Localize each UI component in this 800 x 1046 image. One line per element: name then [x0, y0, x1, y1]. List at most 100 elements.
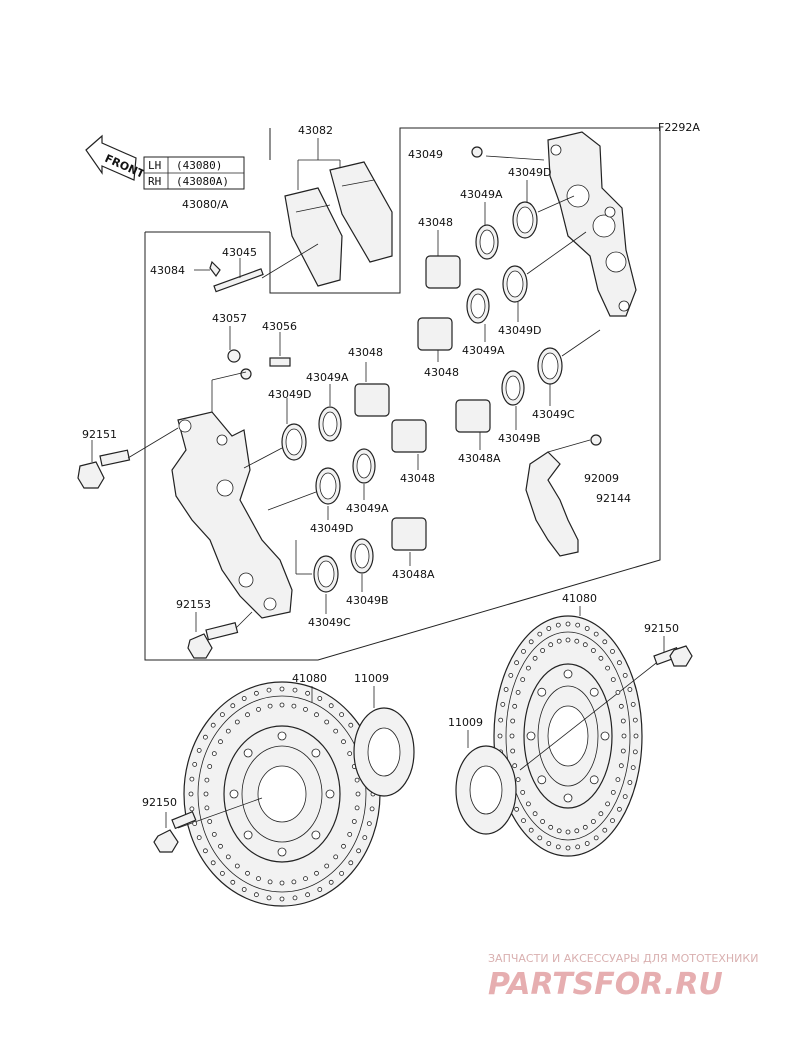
disc-hole — [589, 775, 599, 785]
disc-hole — [266, 687, 272, 693]
disc-hole — [515, 690, 521, 695]
disc-hole — [605, 801, 610, 807]
label-43080a: 43080/A — [182, 198, 229, 211]
disc-hole — [593, 631, 599, 637]
bolt-92153 — [187, 611, 253, 659]
disc-hole — [510, 718, 516, 724]
disc-hole — [503, 687, 509, 692]
disc-hole — [204, 777, 210, 783]
label-43082: 43082 — [298, 124, 333, 137]
label-43048-right-top: 43048 — [418, 216, 453, 229]
disc-hole — [497, 733, 503, 739]
disc-hole — [556, 828, 562, 834]
disc-hole — [537, 775, 547, 785]
assembly-frame — [144, 127, 661, 661]
disc-hole — [574, 638, 580, 644]
disc-hole — [204, 805, 210, 811]
left-caliper — [171, 371, 293, 619]
label-92151: 92151 — [82, 428, 117, 441]
disc-hole — [241, 696, 247, 701]
disc-hole — [617, 660, 622, 666]
disc-hole — [196, 748, 202, 753]
disc-hole — [230, 879, 236, 885]
disc-hole — [598, 655, 604, 661]
disc-hole — [333, 728, 339, 734]
disc-hole — [354, 805, 360, 811]
disc-hole — [498, 717, 504, 723]
disc-hole — [574, 828, 580, 834]
disc-hole — [548, 642, 554, 648]
label-43049a-left-mid: 43049A — [346, 502, 389, 515]
disc-hole — [512, 703, 518, 709]
disc-hole — [632, 717, 638, 723]
disc-hole — [630, 702, 636, 707]
disc-hole — [351, 819, 357, 824]
disc-hole — [563, 793, 573, 803]
label-43057: 43057 — [212, 312, 247, 325]
disc-hole — [546, 626, 552, 631]
disc-hole — [339, 712, 345, 717]
brake-pads — [284, 138, 393, 287]
disc-hole — [324, 863, 330, 869]
disc-hole — [632, 749, 638, 755]
disc-hole — [243, 830, 253, 840]
legend-lh-side: LH — [148, 159, 161, 172]
disc-hole — [602, 827, 608, 833]
label-43049a-left-top: 43049A — [306, 371, 349, 384]
disc-hole — [540, 819, 545, 824]
disc-hole — [582, 642, 588, 648]
disc-hole — [266, 895, 272, 901]
disc-hole — [356, 848, 362, 854]
disc-hole — [600, 731, 610, 741]
disc-hole — [234, 719, 240, 725]
disc-hole — [279, 702, 285, 708]
disc-hole — [291, 703, 297, 709]
disc-hole — [589, 687, 599, 697]
disc-hole — [520, 677, 526, 682]
disc-hole — [328, 703, 334, 709]
disc-hole — [347, 751, 353, 756]
right-seals-pistons — [417, 146, 601, 433]
part-labels: 43082 43080/A 43045 43084 43057 43056 92… — [82, 124, 679, 809]
disc-hole — [548, 824, 554, 830]
disc-hole — [528, 827, 534, 833]
disc-hole — [219, 871, 225, 876]
front-arrow-icon: FRONT — [85, 134, 147, 181]
disc-hole — [211, 751, 217, 756]
disc-hole — [591, 648, 596, 653]
label-92009: 92009 — [584, 472, 619, 485]
pad-pin — [213, 243, 319, 293]
disc-hole — [610, 649, 615, 654]
disc-hole — [341, 843, 346, 849]
bolt-92150-right — [653, 636, 693, 667]
disc-hole — [618, 763, 624, 769]
disc-hole — [211, 832, 217, 837]
disc-hole — [241, 887, 247, 892]
label-92150-right: 92150 — [644, 622, 679, 635]
watermark-brand: PARTSFOR.RU — [488, 967, 723, 1002]
disc-hole — [532, 655, 538, 661]
disc-hole — [622, 673, 628, 678]
disc-hole — [521, 649, 526, 654]
disc-hole — [267, 879, 273, 885]
disc-hole — [369, 806, 375, 812]
disc-hole — [510, 748, 516, 754]
disc-hole — [234, 863, 240, 869]
disc-hole — [341, 739, 346, 745]
disc-hole — [526, 801, 531, 807]
disc-hole — [245, 712, 250, 718]
disc-hole — [565, 621, 571, 627]
disc-hole — [253, 892, 259, 898]
disc-hole — [245, 870, 250, 876]
disc-hole — [582, 824, 588, 830]
disc-hole — [565, 829, 571, 835]
legend-rh-part: (43080A) — [176, 175, 229, 188]
legend-lh-part: (43080) — [176, 159, 222, 172]
disc-hole — [521, 818, 526, 823]
disc-hole — [225, 728, 231, 734]
disc-hole — [537, 631, 543, 637]
disc-hole — [207, 819, 213, 824]
disc-hole — [202, 734, 208, 740]
disc-hole — [532, 811, 538, 817]
